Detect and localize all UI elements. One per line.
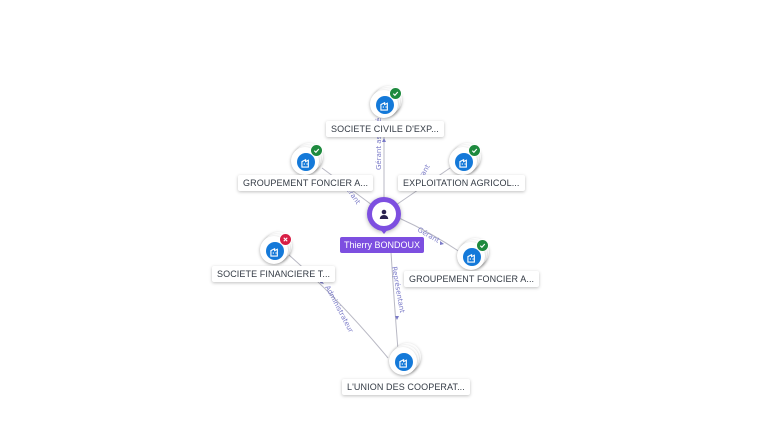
active-check-icon — [476, 239, 489, 252]
person-node[interactable] — [367, 197, 401, 231]
edge-center-n5 — [398, 217, 461, 253]
active-check-icon — [389, 87, 402, 100]
company-node-n1[interactable] — [370, 86, 402, 119]
edge-label-administrateur: Administrateur — [323, 284, 355, 334]
person-icon — [379, 209, 389, 219]
edge-n4-n6 — [288, 254, 389, 359]
company-node-n2[interactable] — [291, 143, 323, 176]
building-icon — [297, 153, 315, 171]
company-label-n3[interactable]: EXPLOITATION AGRICOL... — [398, 175, 525, 191]
building-icon — [266, 242, 284, 260]
arrow-n6 — [395, 316, 399, 320]
building-icon — [455, 153, 473, 171]
company-label-n6[interactable]: L'UNION DES COOPERAT... — [342, 379, 470, 395]
building-icon — [376, 96, 394, 114]
company-node-n3[interactable] — [449, 143, 481, 176]
arrow-n1 — [382, 138, 386, 142]
edge-label-gerant-associe: Gérant associé — [375, 118, 383, 170]
building-icon — [463, 248, 481, 266]
company-node-n5[interactable] — [457, 238, 489, 271]
closed-cross-icon — [279, 233, 292, 246]
company-label-n1[interactable]: SOCIETE CIVILE D'EXP... — [326, 121, 444, 137]
company-node-n4[interactable] — [260, 232, 292, 265]
company-label-n2[interactable]: GROUPEMENT FONCIER A... — [238, 175, 374, 191]
active-check-icon — [468, 144, 481, 157]
edge-center-n6 — [390, 251, 399, 351]
person-label[interactable]: Thierry BONDOUX — [340, 237, 425, 253]
company-label-n5[interactable]: GROUPEMENT FONCIER A... — [404, 271, 540, 287]
company-label-n4[interactable]: SOCIETE FINANCIERE T... — [212, 266, 336, 282]
building-icon — [395, 353, 413, 371]
person-pin-tail — [379, 228, 389, 234]
active-check-icon — [310, 144, 323, 157]
arrow-n5 — [440, 241, 444, 245]
company-node-n6[interactable] — [389, 343, 421, 376]
